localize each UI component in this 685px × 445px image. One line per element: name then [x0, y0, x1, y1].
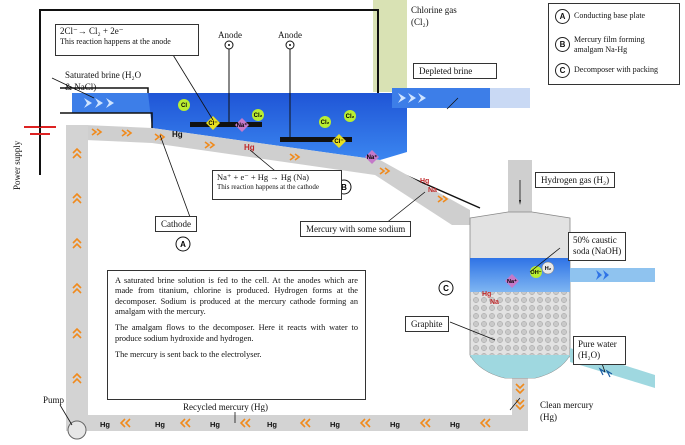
caustic-outlet-arrows: [596, 270, 609, 280]
cl-minus-label-2: Cl⁻: [334, 139, 343, 145]
hg-na-label-hg: Hg: [420, 178, 429, 185]
legend-marker-c: C: [555, 63, 570, 78]
legend-text-b: Mercury film forming amalgam Na-Hg: [574, 35, 645, 55]
water-inlet-arrows: [598, 367, 613, 378]
depleted-brine-outlet: [392, 88, 490, 108]
mercury-sodium-label: Mercury with some sodium: [300, 221, 412, 237]
hydrogen-molecule: [541, 261, 555, 275]
caustic-soda-label: 50% caustic soda (NaOH): [568, 232, 627, 261]
return-pipe-arrows: [72, 147, 82, 384]
clean-mercury-label: Clean mercury: [540, 400, 594, 410]
hg-bottom-3: Hg: [210, 420, 220, 429]
marker-a: A: [175, 236, 191, 252]
power-supply-label: Power supply: [12, 140, 22, 190]
hg-bottom-2: Hg: [155, 420, 165, 429]
depleted-brine-label: Depleted brine: [413, 63, 497, 79]
chlorine-molecule-3: [344, 110, 356, 122]
sodium-ion-2: [365, 150, 379, 164]
decomposer-hg-label: Hg: [482, 291, 491, 298]
recycled-pipe-arrows: [119, 418, 491, 428]
pure-water-line-1: Pure water: [578, 339, 617, 349]
marker-c: C: [438, 280, 454, 296]
svg-text:A: A: [180, 240, 186, 249]
chloride-ion-2: [332, 134, 346, 148]
clean-mercury-formula: (Hg): [540, 412, 557, 422]
na-decomposer-label: Na⁺: [507, 278, 517, 285]
anode-equation: 2Cl⁻→ Cl₂ + 2e⁻: [60, 26, 124, 36]
description-para-1: A saturated brine solution is fed to the…: [115, 276, 358, 317]
pure-water-label: Pure water (H₂O): [573, 336, 626, 365]
cl-minus-label-1: Cl⁻: [208, 121, 217, 127]
saturated-brine-formula: & NaCl): [65, 82, 96, 92]
caustic-line-1: 50% caustic: [573, 235, 617, 245]
svg-text:B: B: [341, 183, 347, 192]
power-supply-wire: [39, 9, 379, 165]
hg-bottom-6: Hg: [390, 420, 400, 429]
chlorine-molecule-2: [319, 116, 331, 128]
recycled-mercury-pipe: [66, 415, 528, 431]
pump-label: Pump: [43, 395, 65, 405]
anode-1-plate: [190, 122, 262, 127]
anode-reaction-box: 2Cl⁻→ Cl₂ + 2e⁻ This reaction happens at…: [55, 24, 199, 56]
svg-text:C: C: [443, 284, 449, 293]
recycled-mercury-label: Recycled mercury (Hg): [183, 402, 268, 412]
description-para-2: The amalgam flows to the decomposer. Her…: [115, 323, 358, 343]
anode-2-plate: [280, 137, 352, 142]
cathode-reaction-box: Na⁺ + e⁻ + Hg → Hg (Na) This reaction ha…: [212, 170, 342, 200]
description-para-3: The mercury is sent back to the electrol…: [115, 350, 262, 360]
caustic-soda-outlet: [570, 268, 655, 282]
na-plus-label-2: Na⁺: [367, 154, 378, 161]
cl-label: Cl: [181, 103, 187, 109]
chlorine-gas-label: Chlorine gas: [411, 5, 457, 15]
channel-flow-arrows: [91, 128, 449, 203]
mercury-return-pipe: [66, 125, 88, 430]
oh-label: OH⁻: [530, 270, 541, 276]
cathode-note: This reaction happens at the cathode: [217, 182, 320, 191]
sodium-ion-1: [235, 118, 249, 132]
pump: [67, 420, 87, 440]
anode-note: This reaction happens at the anode: [60, 37, 171, 47]
hydrogen-gas-label: Hydrogen gas (H₂): [535, 172, 616, 188]
hg-channel-label-2: Hg: [244, 143, 255, 152]
pure-water-line-2: (H₂O): [578, 350, 601, 361]
cl2-label-1: Cl₂: [254, 113, 263, 119]
cathode-label: Cathode: [155, 216, 197, 232]
chlorine-atom-1: [178, 99, 190, 111]
decomposer-water: [470, 355, 570, 378]
graphite-packing: [470, 292, 570, 358]
outlet-arrows: [398, 93, 426, 103]
hg-bottom-7: Hg: [450, 420, 460, 429]
hydroxide-ion: [530, 266, 542, 278]
anode-2-label: Anode: [278, 30, 302, 40]
legend-marker-b: B: [555, 37, 570, 52]
caustic-soda-layer: [470, 258, 570, 292]
anode-1-label: Anode: [218, 30, 242, 40]
chlorine-gas-pipe: [373, 0, 407, 92]
chloride-ion-1: [206, 116, 220, 130]
legend-marker-a: A: [555, 9, 570, 24]
hg-bottom-4: Hg: [267, 420, 277, 429]
graphite-label: Graphite: [405, 316, 449, 332]
hg-channel-label-1: Hg: [172, 130, 183, 139]
hg-bottom-1: Hg: [100, 420, 110, 429]
na-plus-label-1: Na⁺: [237, 122, 248, 129]
caustic-line-2: soda (NaOH): [573, 246, 622, 257]
inlet-arrows: [84, 98, 114, 108]
sodium-ion-decomposer: [505, 274, 519, 288]
legend-text-c: Decomposer with packing: [574, 65, 658, 74]
hg-na-label-na: Na: [428, 187, 437, 194]
chlorine-gas-formula: (Cl₂): [411, 17, 429, 27]
hg-bottom-5: Hg: [330, 420, 340, 429]
h2-label: H₂: [545, 266, 552, 272]
cl2-label-3: Cl₂: [346, 114, 355, 120]
legend: A Conducting base plate B Mercury film f…: [548, 3, 680, 85]
legend-text-a: Conducting base plate: [574, 11, 646, 20]
cathode-equation: Na⁺ + e⁻ + Hg → Hg (Na): [217, 172, 309, 182]
chlorine-molecule-1: [252, 109, 264, 121]
decomposer-na-label: Na: [490, 299, 499, 306]
cl2-label-2: Cl₂: [321, 120, 330, 126]
description-box: A saturated brine solution is fed to the…: [107, 270, 366, 400]
saturated-brine-label: Saturated brine (H₂O: [65, 70, 142, 80]
